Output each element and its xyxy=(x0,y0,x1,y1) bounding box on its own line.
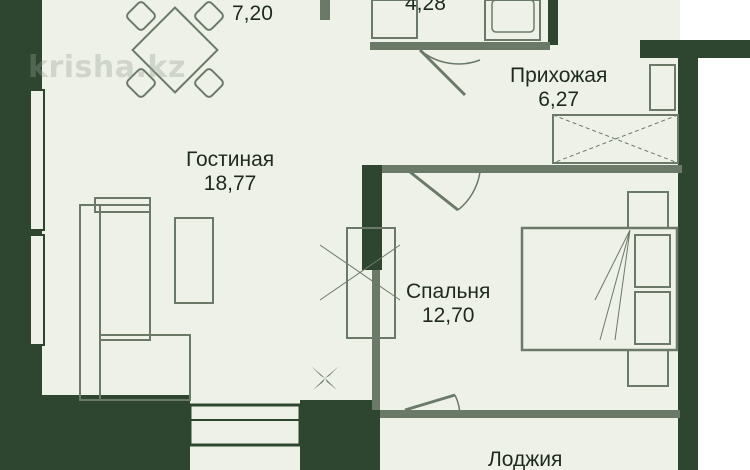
tv-cross xyxy=(319,244,401,301)
coffee-table xyxy=(174,217,214,304)
chair xyxy=(126,1,156,31)
sofa-seat xyxy=(99,204,151,341)
watermark: krisha.kz xyxy=(28,50,186,85)
bottom-window xyxy=(188,403,302,447)
bed xyxy=(520,226,679,352)
sofa-arm xyxy=(94,197,151,213)
bathroom-label: 4,28 xyxy=(405,0,446,16)
loggia-label: Лоджия xyxy=(488,448,562,470)
bottom-left-wall xyxy=(0,395,190,470)
partition-living-bedroom-lower xyxy=(372,270,380,410)
bedroom-name: Спальня xyxy=(406,280,491,303)
tv-stand xyxy=(346,227,396,339)
pillow xyxy=(634,234,671,288)
wardrobe-diag xyxy=(552,114,679,164)
kitchen-label: 7,20 xyxy=(232,2,273,26)
bathroom-area: 4,28 xyxy=(405,0,446,15)
hallway-name: Прихожая xyxy=(510,64,608,87)
loggia-door xyxy=(404,393,456,412)
partition-bath xyxy=(320,0,330,20)
pillow xyxy=(634,291,671,345)
loggia-wall xyxy=(380,410,680,418)
chair xyxy=(126,68,156,98)
bathtub-inner xyxy=(491,0,535,33)
hallway-area: 6,27 xyxy=(538,88,580,112)
chair xyxy=(194,1,224,31)
bedroom-area: 12,70 xyxy=(421,304,475,328)
bath-wall-bottom xyxy=(370,42,550,50)
hall-cabinet xyxy=(649,64,676,111)
hallway-label: Прихожая 6,27 xyxy=(510,64,607,112)
bath-door-arc xyxy=(419,49,481,65)
hall-door-arc xyxy=(457,171,481,211)
partition-bath-right xyxy=(548,0,558,45)
partition-hall-bedroom xyxy=(382,165,682,173)
partition-living-bedroom xyxy=(362,165,382,270)
bath-door xyxy=(418,48,467,97)
plant-icon xyxy=(311,366,339,390)
nightstand xyxy=(627,191,669,229)
nightstand xyxy=(627,349,669,387)
loggia-door-arc xyxy=(454,394,461,419)
chair xyxy=(194,68,224,98)
right-wall-dark xyxy=(678,40,698,470)
kitchen-area: 7,20 xyxy=(232,2,273,25)
living-room-area: 18,77 xyxy=(203,172,257,196)
wardrobe xyxy=(552,114,679,164)
top-right-wall xyxy=(640,40,750,58)
floor-area xyxy=(40,0,680,470)
living-room-name: Гостиная xyxy=(186,148,275,171)
bedroom-label: Спальня 12,70 xyxy=(406,280,490,328)
sofa-chaise xyxy=(99,334,191,401)
loggia-name: Лоджия xyxy=(488,448,563,470)
sink xyxy=(371,0,418,39)
dining-table xyxy=(131,6,219,94)
bathtub xyxy=(484,0,541,41)
loggia-floor xyxy=(380,410,680,470)
hall-door xyxy=(409,170,459,212)
bottom-mid-wall xyxy=(300,400,380,470)
bed-sheet xyxy=(594,229,631,341)
left-wall-window-2 xyxy=(29,234,45,346)
left-wall-window-1 xyxy=(29,89,45,231)
living-room-label: Гостиная 18,77 xyxy=(186,148,274,196)
